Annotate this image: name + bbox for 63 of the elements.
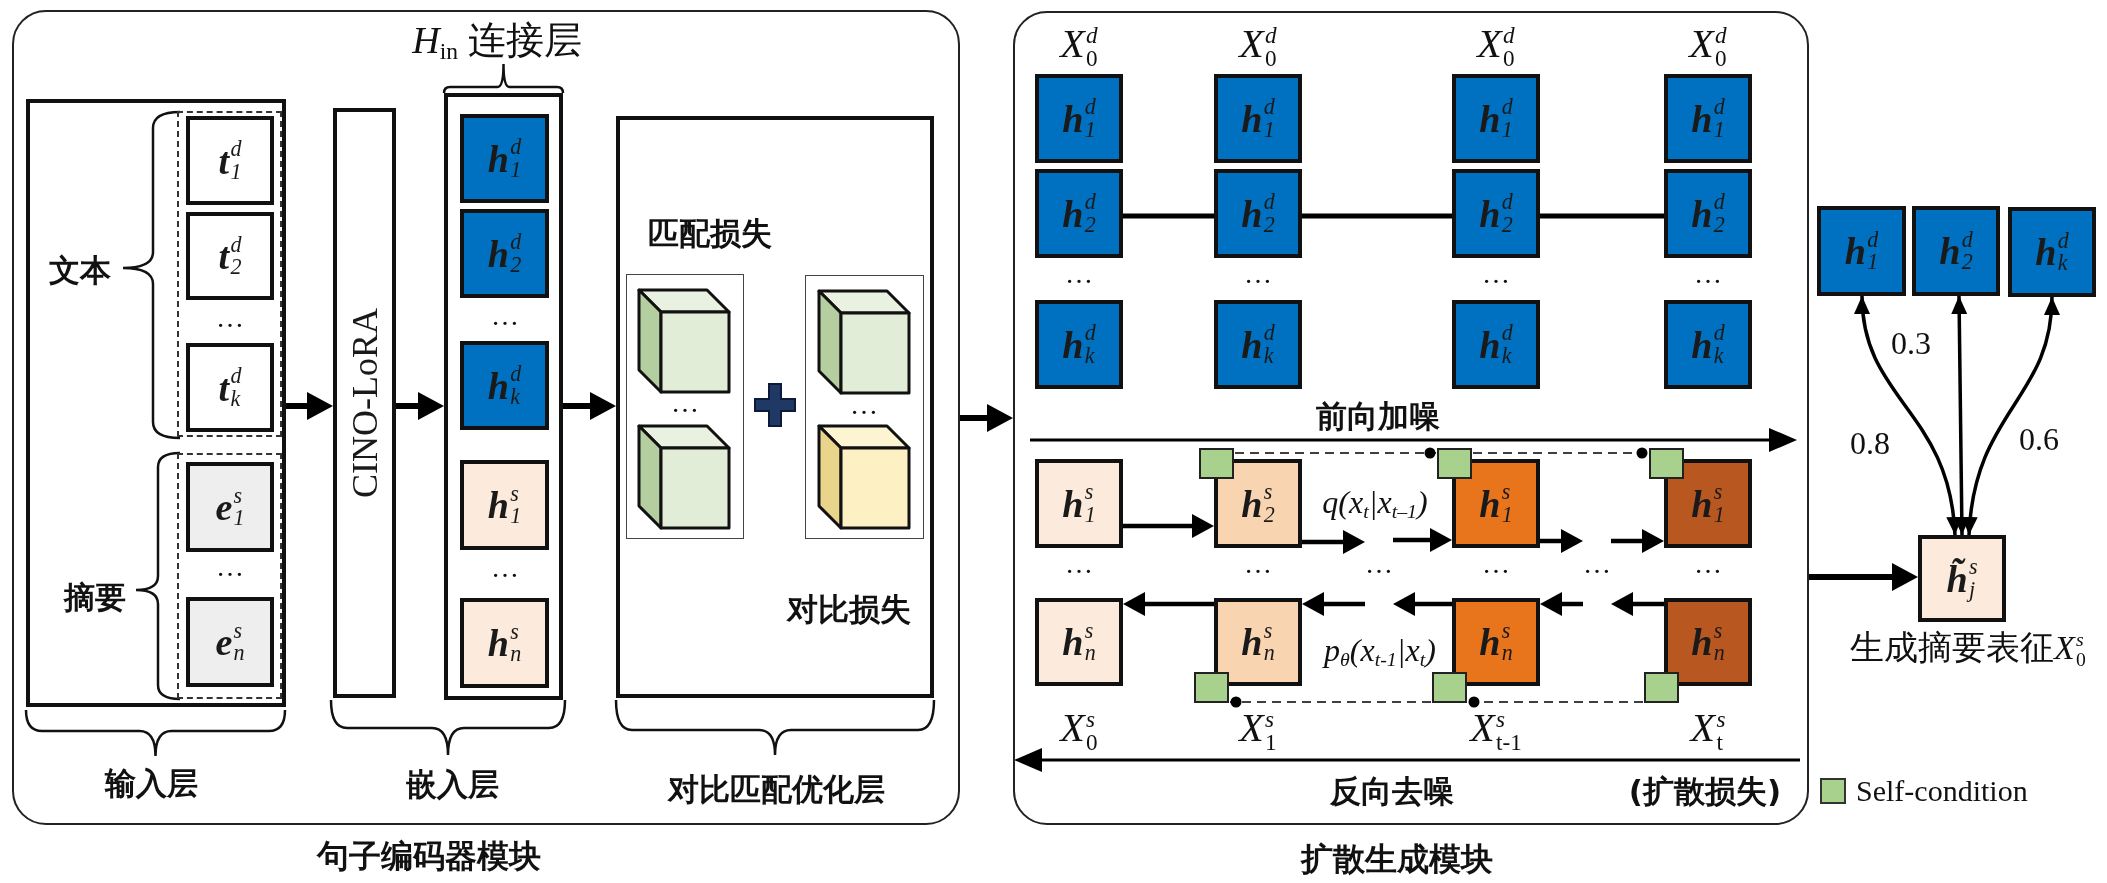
ellipsis: …	[671, 389, 699, 417]
formula-label: p$_{θ}$(x$_{t-1}$|x$_{t}$)	[1324, 634, 1436, 666]
arrow	[1809, 563, 1918, 591]
arrow	[1540, 592, 1583, 616]
dashed-line	[1229, 696, 1432, 708]
marker-square	[1649, 448, 1684, 479]
arrow	[960, 404, 1013, 432]
ellipsis: …	[1065, 550, 1093, 578]
ellipsis: …	[491, 302, 519, 330]
marker-square	[1644, 672, 1679, 703]
arrow	[1302, 592, 1365, 616]
arrow	[396, 392, 444, 420]
group-label: 摘要	[64, 581, 126, 613]
dashed-line	[1472, 447, 1649, 459]
loss-label: 对比损失	[786, 593, 911, 624]
layer-label: 输入层	[104, 767, 198, 799]
process-label: 前向加噪	[1316, 400, 1440, 432]
arrow	[1393, 528, 1452, 552]
formula-label: q(x$_{t}$|x$_{t–1}$)	[1322, 486, 1428, 518]
ellipsis: …	[850, 391, 878, 419]
panel-title: 扩散生成模块	[1301, 843, 1493, 875]
arrow	[1123, 514, 1214, 538]
connector-line	[1302, 213, 1452, 219]
ellipsis: …	[1482, 550, 1510, 578]
ellipsis: …	[1694, 260, 1722, 288]
ellipsis: …	[1694, 550, 1722, 578]
layer-label: 对比匹配优化层	[667, 773, 885, 805]
loss-label: 匹配损失	[647, 217, 772, 248]
arrow	[1302, 530, 1365, 554]
layer-label: 嵌入层	[405, 768, 499, 800]
process-label: 反向去噪	[1330, 775, 1454, 807]
marker-square	[1437, 448, 1472, 479]
arrow	[1611, 529, 1664, 553]
ellipsis: …	[1244, 260, 1272, 288]
arrow	[1393, 592, 1452, 616]
encoder-bar: CINO-LoRA	[333, 108, 396, 698]
arrow	[563, 392, 616, 420]
dashed-line	[1467, 696, 1644, 708]
ellipsis: …	[1365, 550, 1393, 578]
connector-line	[1540, 213, 1664, 219]
layer-label: H$_{in}$ 连接层	[412, 21, 582, 59]
arrow	[286, 392, 333, 420]
marker-square	[1194, 672, 1229, 703]
note-label: (扩散损失)	[1628, 775, 1782, 807]
arrow	[1611, 592, 1664, 616]
ellipsis: …	[1244, 550, 1272, 578]
ellipsis: …	[216, 553, 244, 581]
ellipsis: …	[491, 554, 519, 582]
arrow	[1951, 295, 1970, 536]
ellipsis: …	[1583, 550, 1611, 578]
arrow	[1123, 592, 1214, 616]
arrow	[1962, 296, 2059, 536]
ellipsis: …	[216, 304, 244, 332]
dashed-line	[1234, 447, 1437, 459]
marker-square	[1199, 448, 1234, 479]
group-label: 文本	[49, 254, 111, 286]
legend-label: Self-condition	[1856, 776, 2028, 806]
arrow	[1540, 529, 1583, 553]
ellipsis: …	[1482, 260, 1510, 288]
ellipsis: …	[1065, 260, 1093, 288]
connector-line	[1123, 213, 1214, 219]
marker-square	[1432, 672, 1467, 703]
panel-title: 句子编码器模块	[317, 840, 541, 872]
